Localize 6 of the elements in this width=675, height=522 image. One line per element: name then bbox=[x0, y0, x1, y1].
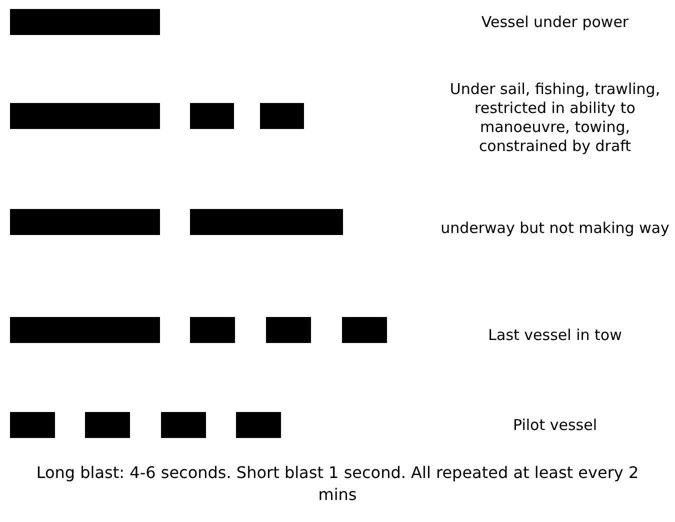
caption: Long blast: 4-6 seconds. Short blast 1 second. All repeated at least every 2 mins bbox=[35, 462, 640, 506]
signal-description: Last vessel in tow bbox=[487, 326, 623, 344]
signal-description: underway but not making way bbox=[440, 218, 670, 238]
signal-description: Vessel under power bbox=[480, 12, 630, 32]
signal-description: Pilot vessel bbox=[512, 416, 598, 434]
signal-description: Under sail, fishing, trawling, restricted in ability to manoeuvre, towing, constrained by draft bbox=[448, 80, 662, 156]
